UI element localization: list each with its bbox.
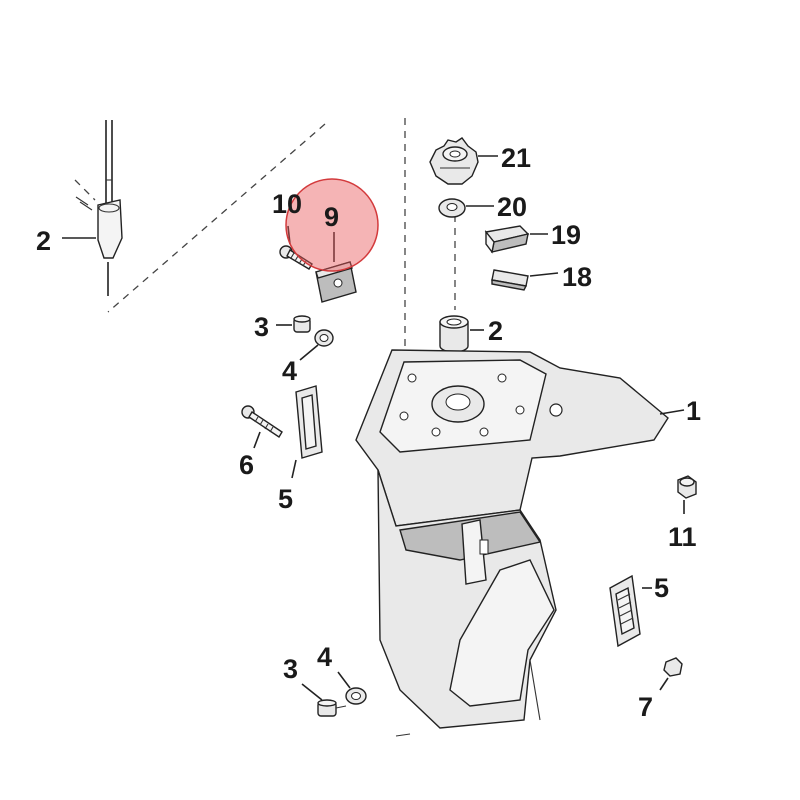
label-7: 7 [638,692,653,722]
part-1-housing [355,349,685,737]
label-1: 1 [686,396,701,426]
label-3-bottom: 3 [283,654,298,684]
part-4-top-washer [299,329,334,361]
part-21-gear [429,137,498,185]
part-7-fitting [659,657,683,691]
label-4-top: 4 [282,356,297,386]
part-4-bottom-washer [337,671,367,705]
label-5-right: 5 [654,573,669,603]
label-3-top: 3 [254,312,269,342]
label-11: 11 [668,522,697,552]
label-21: 21 [501,143,531,173]
highlight-circle [285,178,379,272]
label-19: 19 [551,220,581,250]
part-10-bolt [279,225,313,270]
label-10: 10 [272,189,302,219]
label-18: 18 [562,262,592,292]
part-5-right-plate [609,574,652,648]
label-2-right: 2 [488,316,503,346]
part-labels: 1 2 2 3 3 4 4 5 5 6 7 9 10 11 18 19 20 2… [36,143,701,722]
part-5-left-plate [291,385,323,479]
label-5-left: 5 [278,484,293,514]
label-20: 20 [497,192,527,222]
part-6-bolt [241,405,283,449]
part-2-left-bushing [62,120,123,296]
part-9-plate [315,232,357,303]
label-6: 6 [239,450,254,480]
part-2-right-bushing [439,315,484,353]
part-3-bottom-screw [301,683,347,717]
part-3-top-collar [276,315,311,333]
part-18-key [491,269,559,291]
dashed-guide-lines [74,118,456,410]
label-9: 9 [324,202,339,232]
part-20-nut [438,198,494,218]
part-19-key [484,225,548,254]
label-2-left: 2 [36,226,51,256]
part-11-nut [677,475,697,514]
label-4-bottom: 4 [317,642,332,672]
